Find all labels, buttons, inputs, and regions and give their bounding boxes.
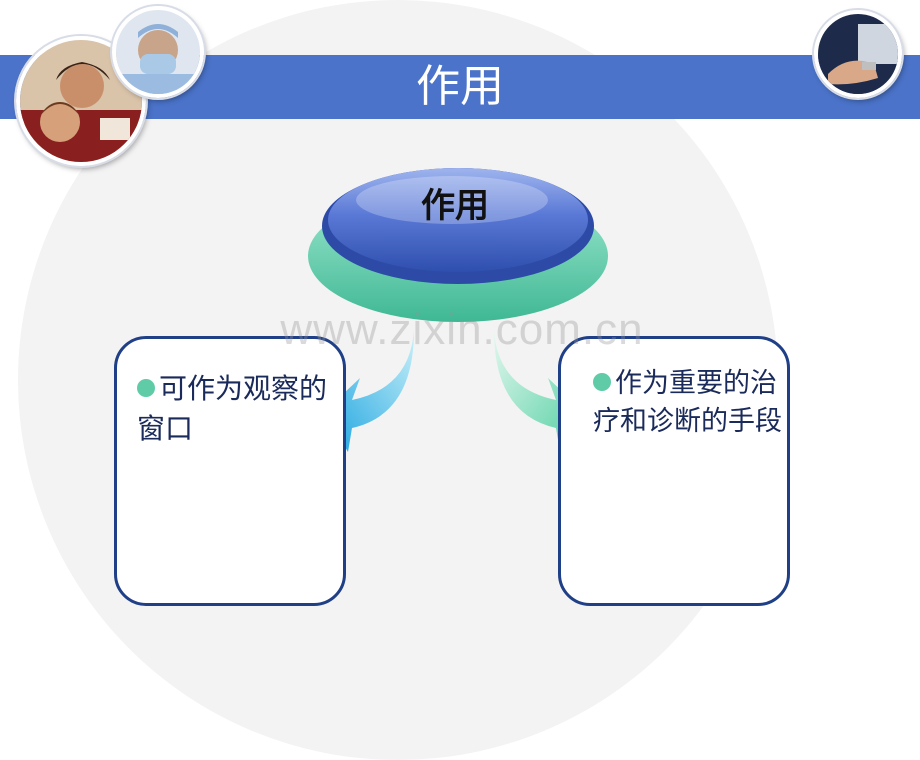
center-label: 作用 <box>421 186 489 226</box>
right-box: 作为重要的治疗和诊断的手段 <box>558 336 790 606</box>
bullet-icon <box>137 379 155 397</box>
diagram-canvas <box>308 168 608 452</box>
hands-photo <box>814 10 902 98</box>
left-arrow <box>324 330 414 452</box>
dentist-photo <box>112 6 204 98</box>
left-box-label: 可作为观察的窗口 <box>137 372 328 445</box>
center-ellipse <box>308 168 608 322</box>
watermark: www.zixin.com.cn <box>280 305 644 354</box>
left-box-text: 可作为观察的窗口 <box>137 369 337 449</box>
bullet-icon <box>593 373 611 391</box>
slide-title: 作用 <box>416 61 504 112</box>
right-box-text: 作为重要的治疗和诊断的手段 <box>593 365 783 441</box>
right-box-label: 作为重要的治疗和诊断的手段 <box>593 368 782 437</box>
left-box: 可作为观察的窗口 <box>114 336 346 606</box>
